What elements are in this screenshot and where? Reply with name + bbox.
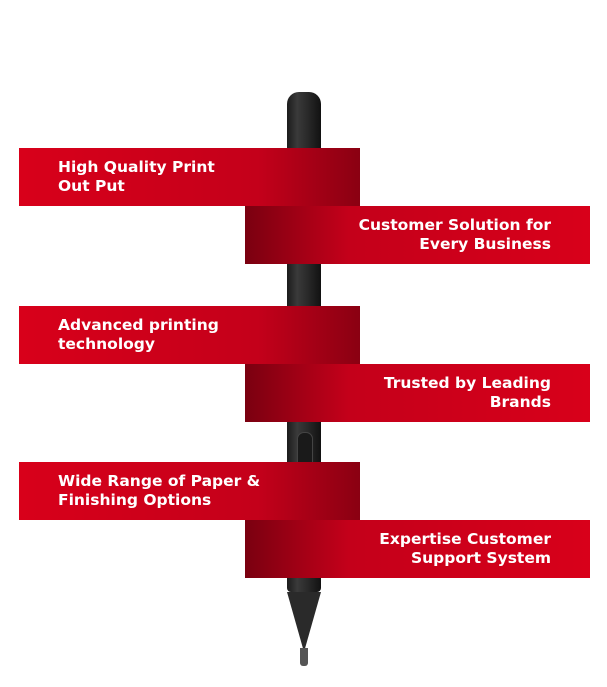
feature-ribbon-3: Advanced printing technology [19, 306, 360, 364]
feature-ribbon-4: Trusted by Leading Brands [245, 364, 590, 422]
feature-text: Out Put [58, 177, 125, 195]
feature-text: Advanced printing [58, 316, 219, 334]
feature-text: technology [58, 335, 155, 353]
feature-text: High Quality Print [58, 158, 215, 176]
feature-text: Finishing Options [58, 491, 212, 509]
feature-text: Expertise Customer [379, 530, 551, 548]
feature-text: Wide Range of Paper & [58, 472, 261, 490]
feature-text: Customer Solution for [358, 216, 551, 234]
pen-tip [287, 592, 321, 652]
feature-ribbon-5: Wide Range of Paper & Finishing Options [19, 462, 360, 520]
feature-text: Support System [410, 549, 551, 567]
feature-text: Brands [489, 393, 551, 411]
feature-ribbon-1: High Quality Print Out Put [19, 148, 360, 206]
feature-ribbon-6: Expertise Customer Support System [245, 520, 590, 578]
pen-nib [300, 648, 308, 666]
feature-ribbon-2: Customer Solution for Every Business [245, 206, 590, 264]
feature-text: Every Business [419, 235, 551, 253]
feature-text: Trusted by Leading [383, 374, 551, 392]
